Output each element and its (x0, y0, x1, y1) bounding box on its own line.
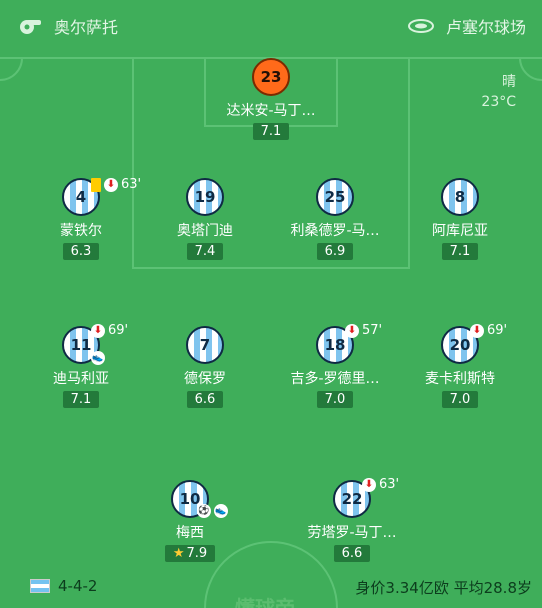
player-kit-icon: 8 (441, 178, 479, 216)
player-card-m3[interactable]: 18 吉多-罗德里… 7.0 (270, 326, 400, 408)
player-number: 23 (260, 68, 282, 86)
watermark: 懂球帝 (235, 596, 295, 608)
player-card-f1[interactable]: 10 梅西 ★7.9 (125, 480, 255, 562)
substitution-minute: 57' (362, 323, 383, 338)
player-kit-icon: 22 (333, 480, 371, 518)
stadium-info: 卢塞尔球场 (407, 14, 526, 38)
team-value-summary: 身价3.34亿欧 平均28.8岁 (355, 579, 532, 597)
player-rating: 7.1 (62, 391, 100, 408)
substitution-minute: 63' (379, 477, 400, 492)
weather-temperature: 23°C (481, 94, 516, 110)
player-number: 4 (75, 188, 87, 206)
best-player-star-icon: ★ (172, 546, 185, 561)
stadium-name: 卢塞尔球场 (445, 18, 526, 37)
player-name: 迪马利亚 (53, 371, 109, 387)
substitution-icon: ⬇ (362, 477, 376, 492)
substitution-minute: 63' (121, 177, 142, 192)
player-event-badges: ⬇ 57' (345, 323, 382, 338)
substitution-minute: 69' (487, 323, 508, 338)
player-number: 22 (341, 490, 363, 508)
player-kit-icon: 23 (252, 58, 290, 96)
referee-name: 奥尔萨托 (54, 18, 119, 37)
substitution-icon: ⬇ (104, 177, 118, 192)
match-info-bar: 奥尔萨托 卢塞尔球场 (0, 0, 542, 58)
player-rating: ★7.9 (164, 545, 216, 562)
argentina-flag-icon (30, 579, 50, 593)
player-name: 奥塔门迪 (177, 223, 233, 239)
substitution-icon: ⬇ (91, 323, 105, 338)
player-name: 蒙铁尔 (60, 223, 102, 239)
lineup-footer: 4-4-2 身价3.34亿欧 平均28.8岁 (0, 568, 542, 608)
assist-icon: 👟 (214, 504, 228, 518)
player-card-d4[interactable]: 8 阿库尼亚 7.1 (395, 178, 525, 260)
player-kit-icon: 7 (186, 326, 224, 364)
yellow-card-icon (91, 177, 101, 192)
weather-condition: 晴 (502, 74, 516, 90)
player-number: 20 (449, 336, 471, 354)
player-card-d1[interactable]: 4 蒙铁尔 6.3 (16, 178, 146, 260)
player-kit-icon: 19 (186, 178, 224, 216)
player-rating: 7.0 (441, 391, 479, 408)
goal-ball-icon: ⚽ (197, 504, 211, 518)
substitution-minute: 69' (108, 323, 129, 338)
player-name: 达米安-马丁… (226, 103, 316, 119)
player-event-badges: ⬇ 63' (362, 477, 399, 492)
player-card-m4[interactable]: 20 麦卡利斯特 7.0 (395, 326, 525, 408)
player-rating: 7.1 (441, 243, 479, 260)
player-card-d2[interactable]: 19 奥塔门迪 7.4 (140, 178, 270, 260)
assist-icon: 👟 (91, 351, 105, 365)
player-card-m1[interactable]: 11 迪马利亚 7.1 (16, 326, 146, 408)
player-number: 8 (454, 188, 466, 206)
player-rating: 7.0 (316, 391, 354, 408)
player-name: 麦卡利斯特 (425, 371, 495, 387)
weather-info: 晴 23°C (481, 72, 516, 112)
player-event-badges: ⬇ 69' (91, 323, 128, 338)
player-card-f2[interactable]: 22 劳塔罗-马丁… 6.6 (287, 480, 417, 562)
substitution-icon: ⬇ (470, 323, 484, 338)
player-name: 梅西 (176, 525, 204, 541)
player-number: 10 (179, 490, 201, 508)
player-rating: 6.6 (186, 391, 224, 408)
substitution-icon: ⬇ (345, 323, 359, 338)
player-rating: 6.3 (62, 243, 100, 260)
player-card-m2[interactable]: 7 德保罗 6.6 (140, 326, 270, 408)
player-number: 19 (194, 188, 216, 206)
player-name: 吉多-罗德里… (290, 371, 380, 387)
player-name: 劳塔罗-马丁… (307, 525, 397, 541)
player-rating: 6.9 (316, 243, 354, 260)
player-rating-value: 7.9 (186, 546, 208, 561)
player-event-badges: ⬇ 63' (91, 177, 141, 192)
player-rating: 7.1 (252, 123, 290, 140)
player-name: 利桑德罗-马… (290, 223, 380, 239)
player-number: 7 (199, 336, 211, 354)
whistle-icon (20, 20, 41, 34)
player-name: 阿库尼亚 (432, 223, 488, 239)
stadium-icon (407, 19, 434, 33)
referee-info: 奥尔萨托 (18, 14, 118, 38)
player-card-gk[interactable]: 23 达米安-马丁… 7.1 (206, 58, 336, 140)
player-rating: 6.6 (333, 545, 371, 562)
player-rating: 7.4 (186, 243, 224, 260)
player-event-badges: ⬇ 69' (470, 323, 507, 338)
player-name: 德保罗 (184, 371, 226, 387)
player-kit-icon: 25 (316, 178, 354, 216)
player-number: 18 (324, 336, 346, 354)
formation: 4-4-2 (58, 577, 98, 595)
player-card-d3[interactable]: 25 利桑德罗-马… 6.9 (270, 178, 400, 260)
player-number: 11 (70, 336, 92, 354)
player-number: 25 (324, 188, 346, 206)
